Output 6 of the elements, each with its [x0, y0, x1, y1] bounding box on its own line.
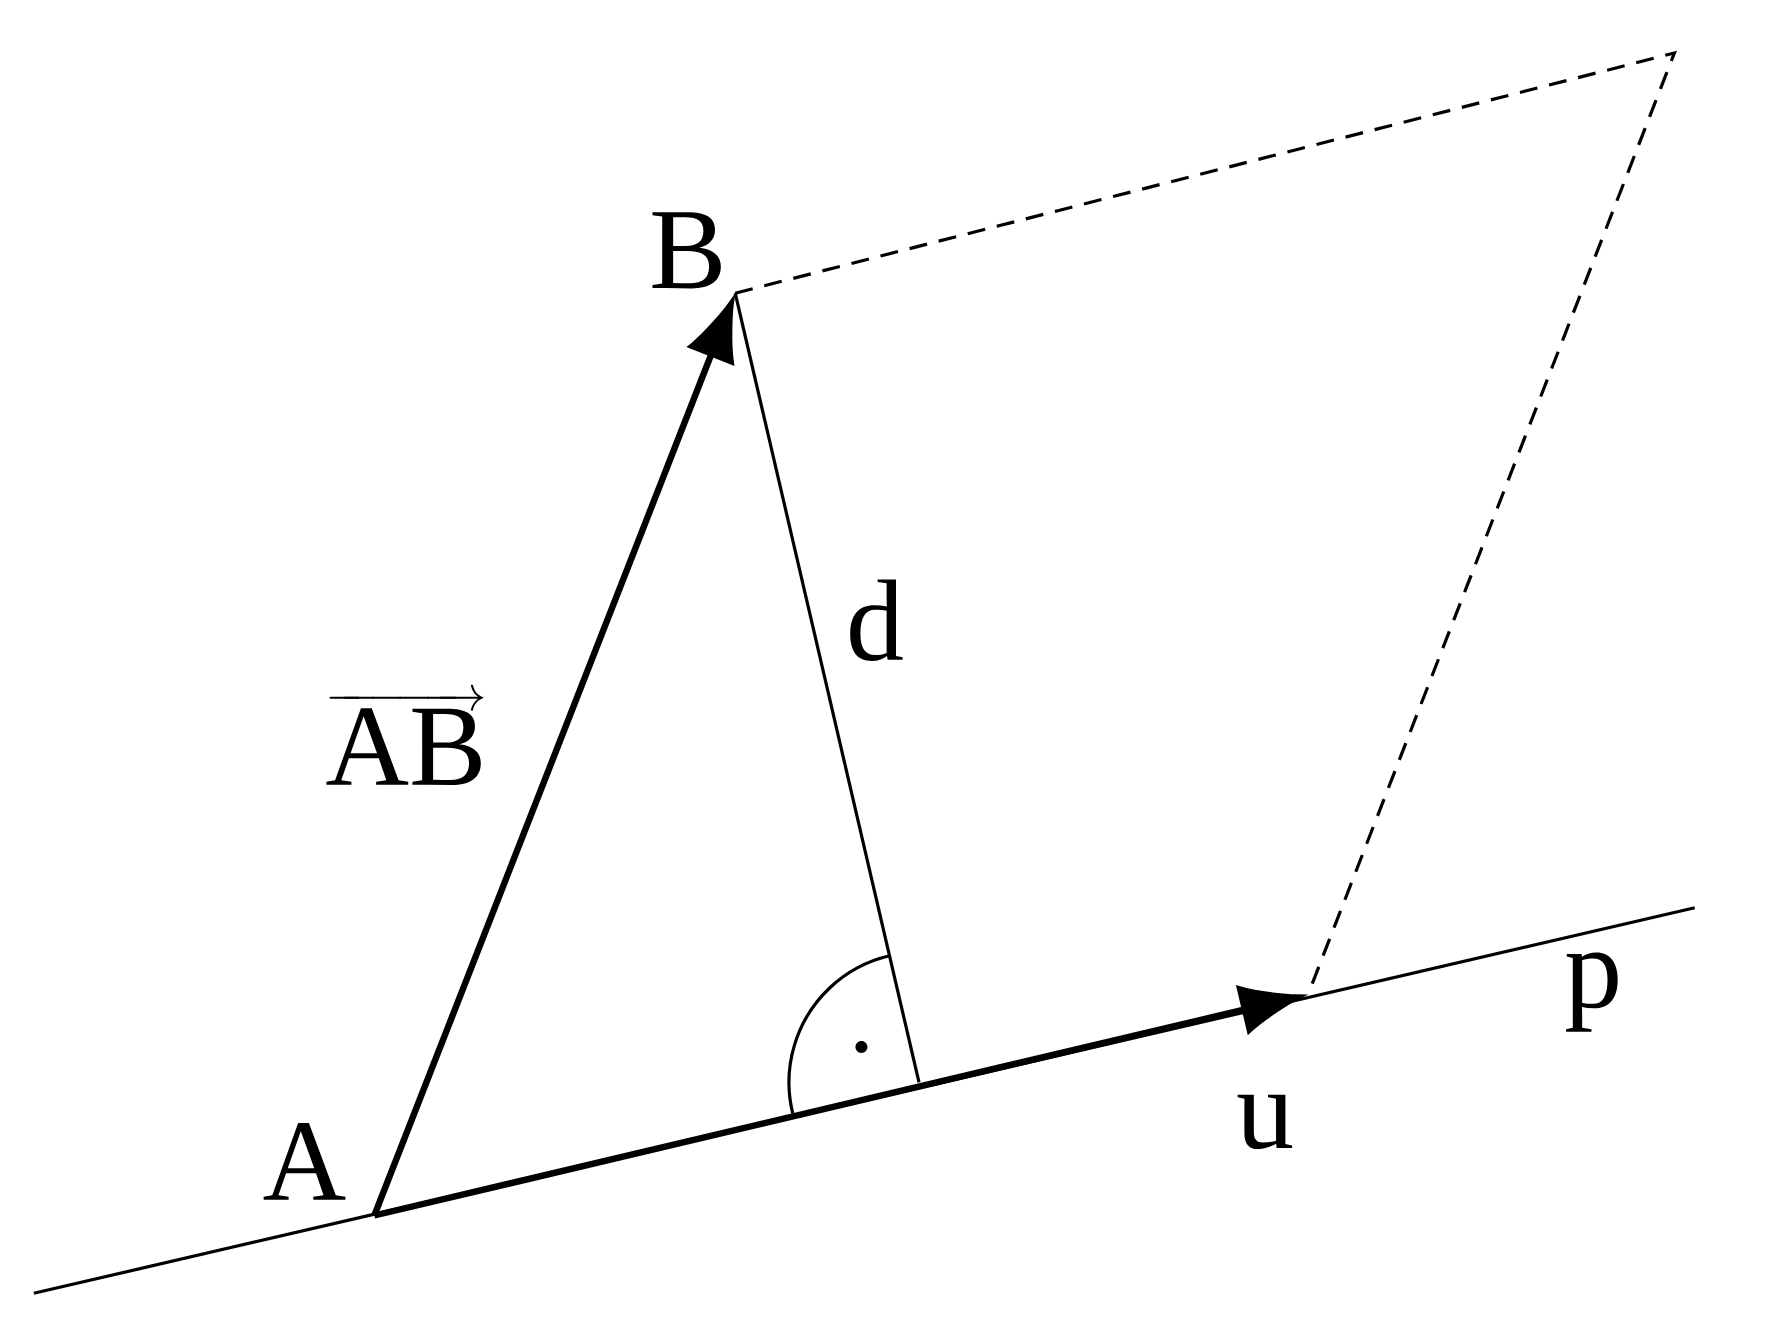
- distance-label: d: [850, 579, 903, 661]
- vector-label: $\overrightarrow{\mathrm{AB}}$: [326, 684, 484, 786]
- vector-label: u: [1237, 1094, 1293, 1150]
- point-label: A: [263, 1123, 346, 1200]
- point-label: B: [652, 212, 721, 289]
- line-label: p: [1566, 952, 1618, 1032]
